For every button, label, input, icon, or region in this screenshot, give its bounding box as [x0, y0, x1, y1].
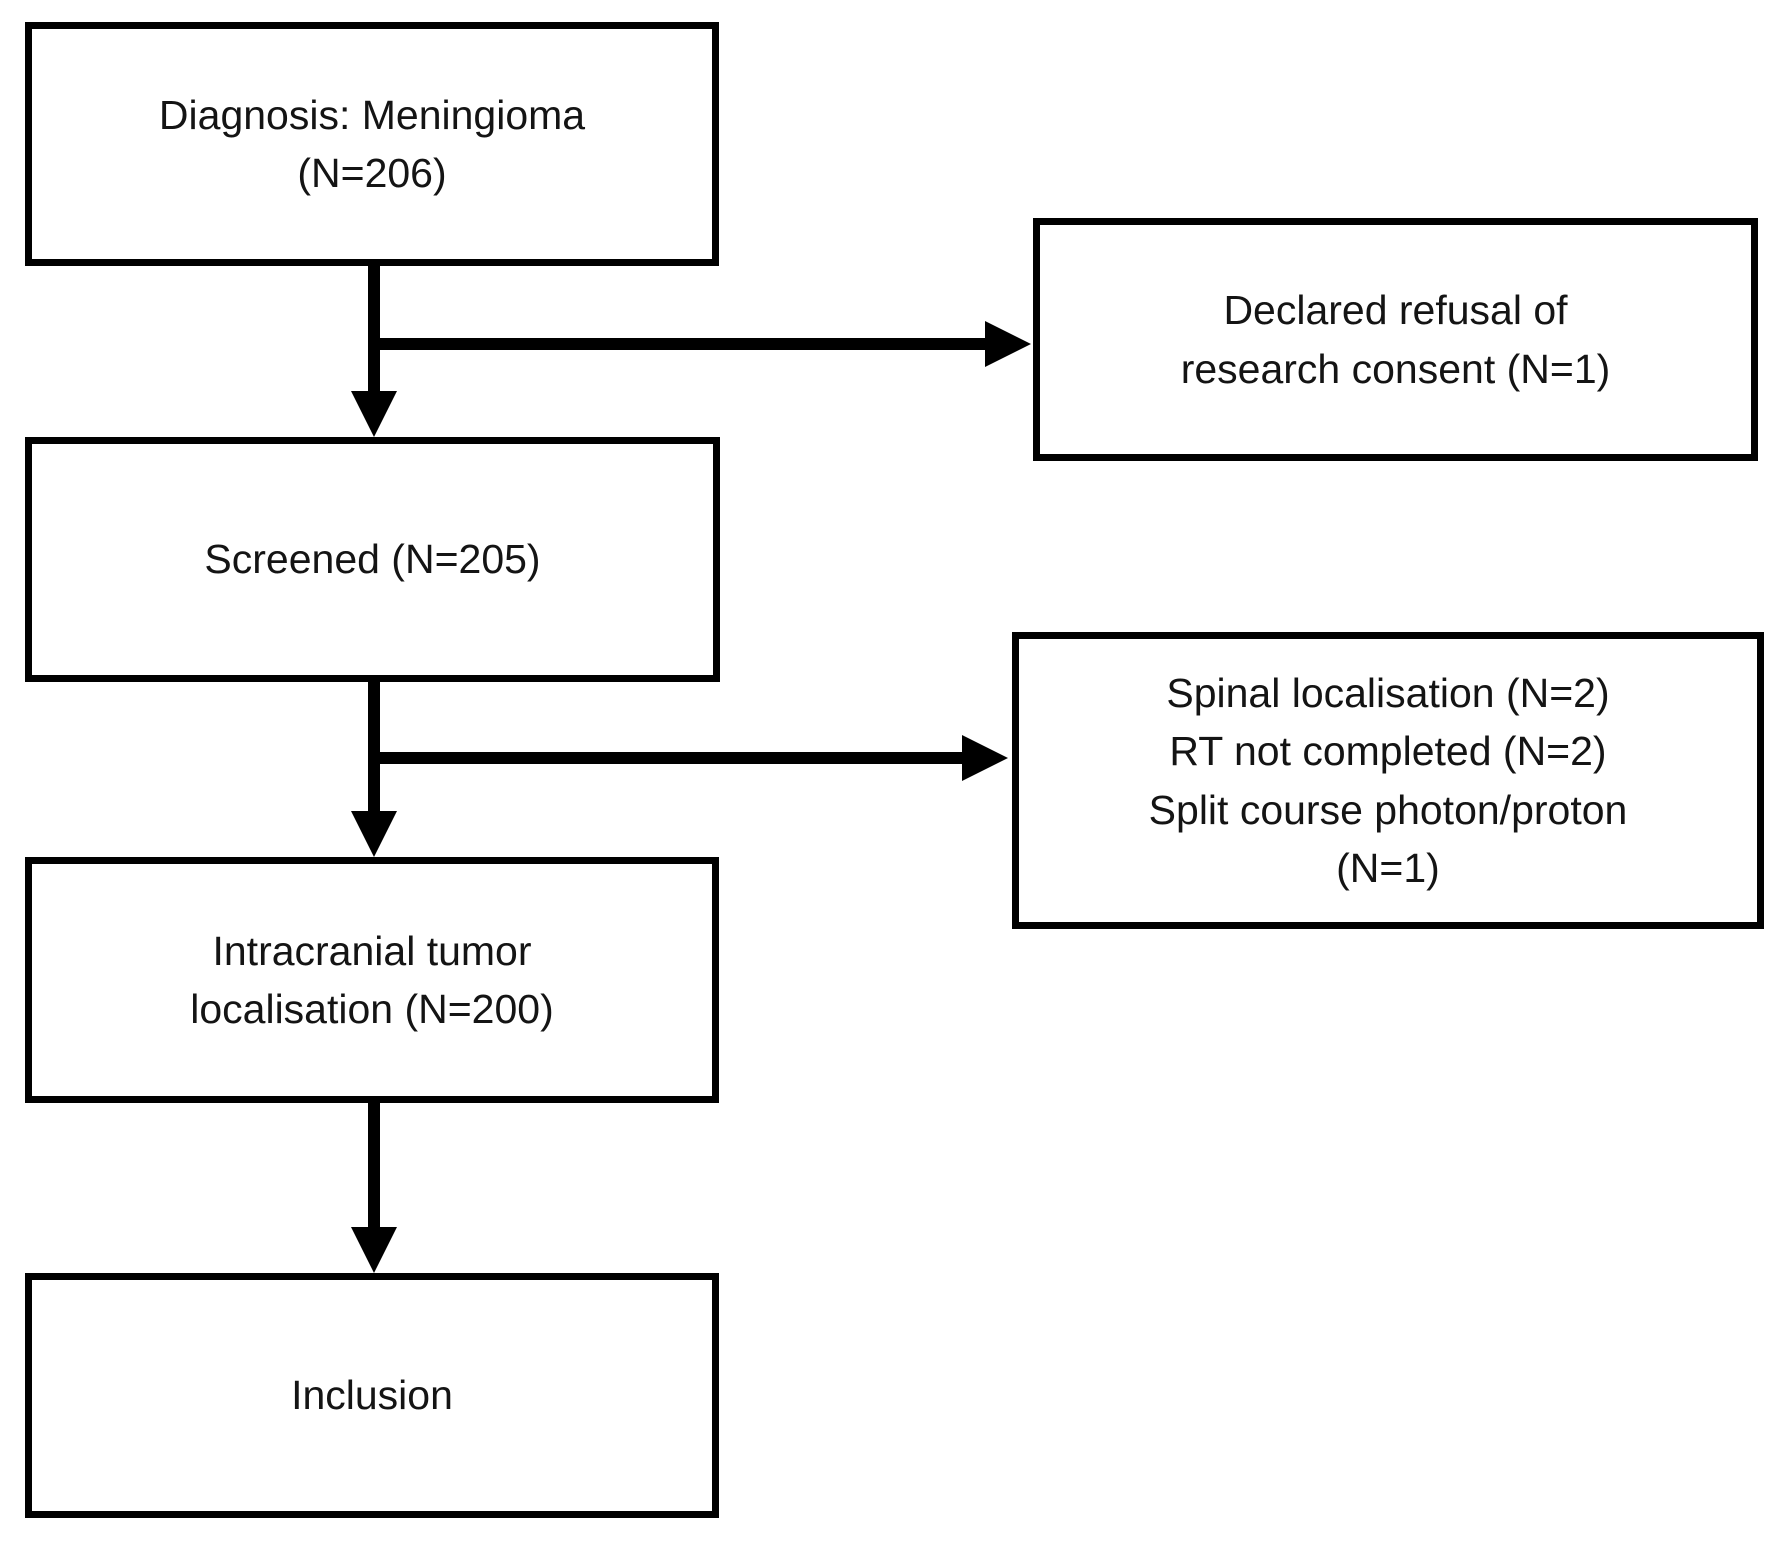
arrow-stem — [368, 679, 380, 812]
flow-box-inclusion: Inclusion — [25, 1273, 719, 1518]
flow-box-screened: Screened (N=205) — [25, 437, 720, 682]
arrow-right-icon — [962, 735, 1008, 781]
flow-box-diagnosis: Diagnosis: Meningioma (N=206) — [25, 22, 719, 266]
arrow-right-icon — [985, 321, 1031, 367]
arrow-line — [368, 752, 962, 764]
arrow-stem — [368, 1100, 380, 1228]
arrow-down-icon — [351, 811, 397, 857]
flow-box-refusal-of-consent: Declared refusal of research consent (N=… — [1033, 218, 1758, 461]
arrow-stem — [368, 263, 380, 393]
flow-box-intracranial-localisation: Intracranial tumor localisation (N=200) — [25, 857, 719, 1103]
arrow-down-icon — [351, 1227, 397, 1273]
arrow-line — [368, 338, 985, 350]
flow-box-other-exclusions: Spinal localisation (N=2) RT not complet… — [1012, 632, 1764, 929]
arrow-down-icon — [351, 391, 397, 437]
